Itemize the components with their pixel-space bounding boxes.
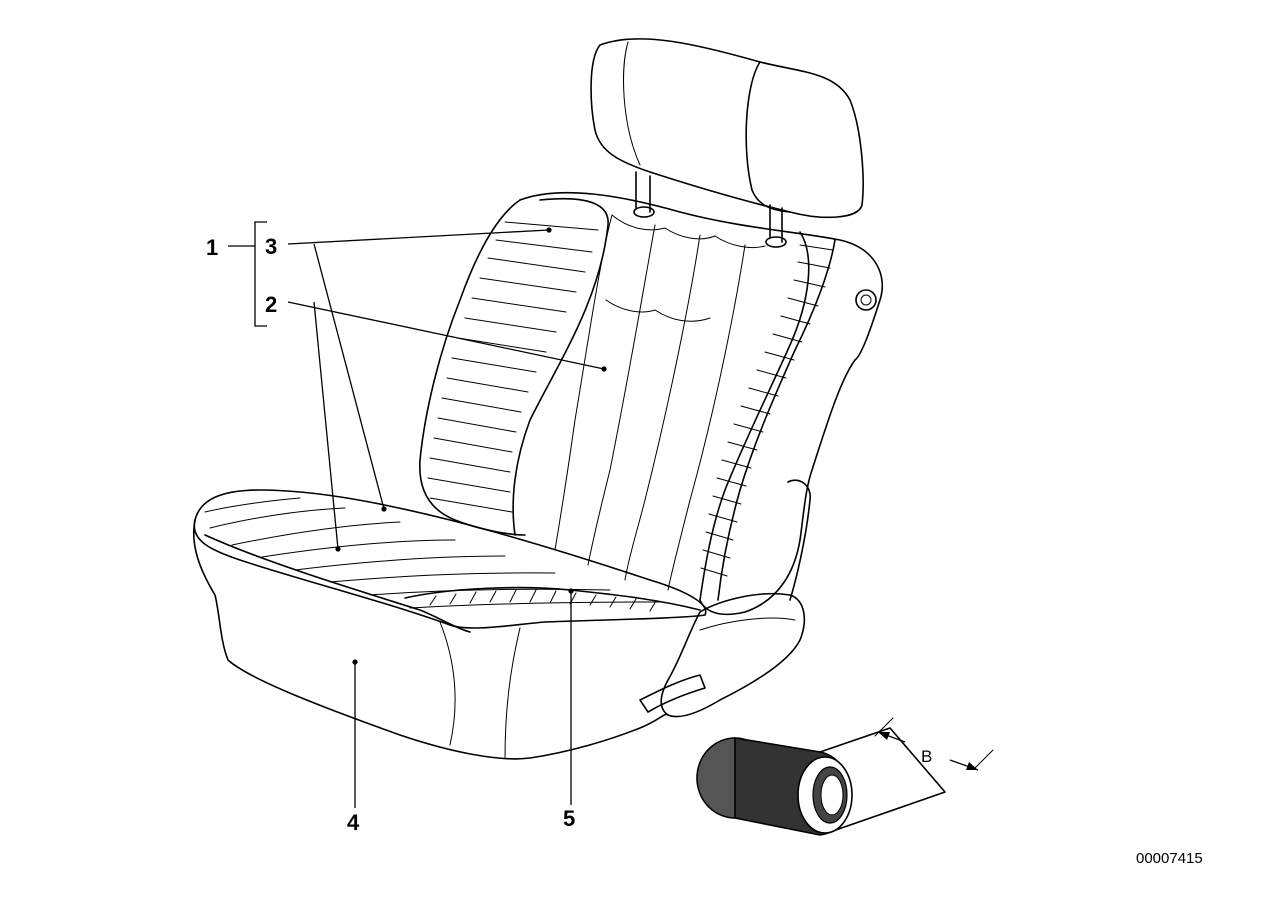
seat-cushion <box>192 489 707 760</box>
backrest <box>419 191 884 616</box>
callout-leaders <box>228 221 607 808</box>
callout-5: 5 <box>563 806 575 831</box>
callout-3: 3 <box>265 234 277 259</box>
callout-4: 4 <box>347 810 360 835</box>
diagram-number: 00007415 <box>1136 850 1203 867</box>
callout-1: 1 <box>206 235 218 260</box>
dimension-label-b: B <box>921 747 932 766</box>
material-roll <box>696 727 946 836</box>
recline-lever <box>639 479 811 718</box>
callout-2: 2 <box>265 292 277 317</box>
headrest <box>590 38 864 248</box>
dimension-b: B <box>874 717 994 771</box>
